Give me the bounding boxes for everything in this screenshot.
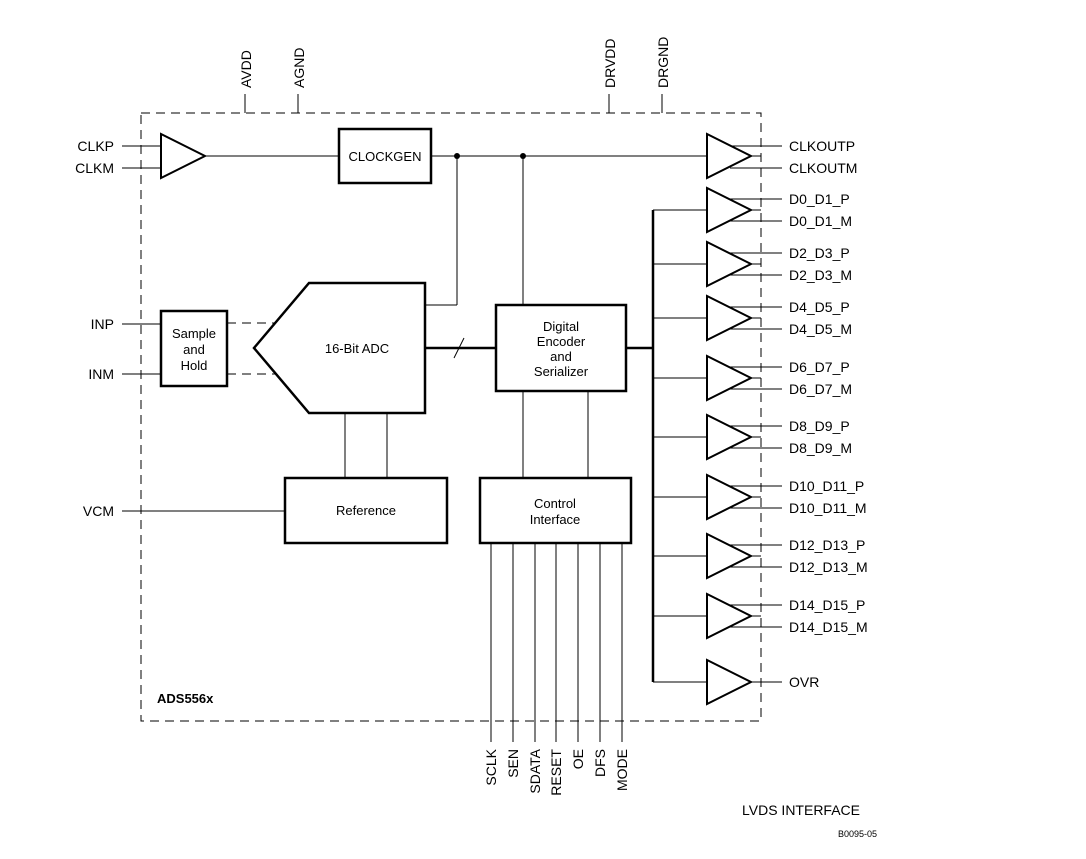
lvds-buffer-triangle xyxy=(706,240,754,288)
adc-block xyxy=(252,281,427,415)
pin-data-p: D10_D11_P xyxy=(789,478,864,494)
analog-inputs: INP INM xyxy=(88,316,161,382)
lvds-output-7: D14_D15_P D14_D15_M xyxy=(653,592,868,640)
encoder-label-2: Encoder xyxy=(537,334,586,349)
encoder-label-1: Digital xyxy=(543,319,579,334)
pin-data-p: D6_D7_P xyxy=(789,359,850,375)
pin-ovr: OVR xyxy=(789,674,819,690)
interface-label: LVDS INTERFACE xyxy=(742,802,860,818)
lvds-output-6: D12_D13_P D12_D13_M xyxy=(653,532,868,580)
pin-data-m: D2_D3_M xyxy=(789,267,852,283)
lvds-buffer-triangle xyxy=(706,354,754,402)
pin-data-p: D14_D15_P xyxy=(789,597,865,613)
pin-agnd: AGND xyxy=(291,48,307,88)
clock-net xyxy=(425,153,707,306)
pin-drgnd: DRGND xyxy=(655,37,671,88)
figure-code: B0095-05 xyxy=(838,829,877,839)
pin-data-m: D10_D11_M xyxy=(789,500,867,516)
pin-oe: OE xyxy=(570,749,586,769)
pin-inm: INM xyxy=(88,366,114,382)
clkout-buffer-triangle xyxy=(706,132,754,180)
clockgen-block xyxy=(337,127,433,185)
adc-data-bus xyxy=(425,337,496,359)
encoder-block xyxy=(494,303,628,393)
clock-input: CLKP CLKM xyxy=(75,132,339,180)
chip-boundary xyxy=(140,112,762,722)
sample-hold-block xyxy=(159,309,229,388)
control-pins: SCLK SEN SDATA RESET OE DFS MODE xyxy=(483,543,630,796)
pin-data-p: D2_D3_P xyxy=(789,245,850,261)
pin-data-m: D4_D5_M xyxy=(789,321,852,337)
clockgen-label: CLOCKGEN xyxy=(349,149,422,164)
sample-hold-label-3: Hold xyxy=(181,358,208,373)
lvds-output-0: D0_D1_P D0_D1_M xyxy=(653,186,852,234)
encoder-label-4: Serializer xyxy=(534,364,589,379)
lvds-output-3: D6_D7_P D6_D7_M xyxy=(653,354,852,402)
power-pins: AVDD AGND DRVDD DRGND xyxy=(238,37,671,113)
clock-buffer-triangle xyxy=(160,132,208,180)
pin-data-p: D12_D13_P xyxy=(789,537,865,553)
lvds-outputs: D0_D1_PD0_D1_MD2_D3_PD2_D3_MD4_D5_PD4_D5… xyxy=(653,186,868,640)
output-bus xyxy=(626,210,655,682)
lvds-buffer-triangle xyxy=(706,186,754,234)
pin-inp: INP xyxy=(91,316,114,332)
lvds-buffer-triangle xyxy=(706,592,754,640)
pin-data-m: D0_D1_M xyxy=(789,213,852,229)
pin-clkoutm: CLKOUTM xyxy=(789,160,857,176)
pin-data-m: D14_D15_M xyxy=(789,619,868,635)
reference-label: Reference xyxy=(336,503,396,518)
control-interface-block xyxy=(478,476,633,545)
adc-label: 16-Bit ADC xyxy=(325,341,389,356)
chip-name: ADS556x xyxy=(157,691,214,706)
control-label-1: Control xyxy=(534,496,576,511)
pin-sclk: SCLK xyxy=(483,748,499,785)
lvds-output-5: D10_D11_P D10_D11_M xyxy=(653,473,867,521)
lvds-buffer-triangle xyxy=(706,413,754,461)
pin-sdata: SDATA xyxy=(527,748,543,793)
clkout-buffer: CLKOUTP CLKOUTM xyxy=(706,132,857,180)
sample-hold-label-2: and xyxy=(183,342,205,357)
pin-avdd: AVDD xyxy=(238,50,254,88)
pin-data-p: D8_D9_P xyxy=(789,418,850,434)
pin-clkp: CLKP xyxy=(77,138,114,154)
encoder-label-3: and xyxy=(550,349,572,364)
sample-hold-label-1: Sample xyxy=(172,326,216,341)
pin-data-m: D12_D13_M xyxy=(789,559,868,575)
pin-mode: MODE xyxy=(614,749,630,791)
pin-clkoutp: CLKOUTP xyxy=(789,138,855,154)
pin-clkm: CLKM xyxy=(75,160,114,176)
ovr-output: OVR xyxy=(653,658,819,706)
lvds-buffer-triangle xyxy=(706,294,754,342)
pin-data-p: D4_D5_P xyxy=(789,299,850,315)
reference-block xyxy=(283,476,449,545)
lvds-output-2: D4_D5_P D4_D5_M xyxy=(653,294,852,342)
lvds-output-4: D8_D9_P D8_D9_M xyxy=(653,413,852,461)
ovr-buffer-triangle xyxy=(706,658,754,706)
pin-data-p: D0_D1_P xyxy=(789,191,850,207)
pin-reset: RESET xyxy=(548,749,564,796)
pin-data-m: D8_D9_M xyxy=(789,440,852,456)
pin-data-m: D6_D7_M xyxy=(789,381,852,397)
control-label-2: Interface xyxy=(530,512,581,527)
pin-sen: SEN xyxy=(505,749,521,778)
lvds-buffer-triangle xyxy=(706,532,754,580)
lvds-buffer-triangle xyxy=(706,473,754,521)
pin-vcm: VCM xyxy=(83,503,114,519)
pin-drvdd: DRVDD xyxy=(602,38,618,88)
pin-dfs: DFS xyxy=(592,749,608,777)
lvds-output-1: D2_D3_P D2_D3_M xyxy=(653,240,852,288)
